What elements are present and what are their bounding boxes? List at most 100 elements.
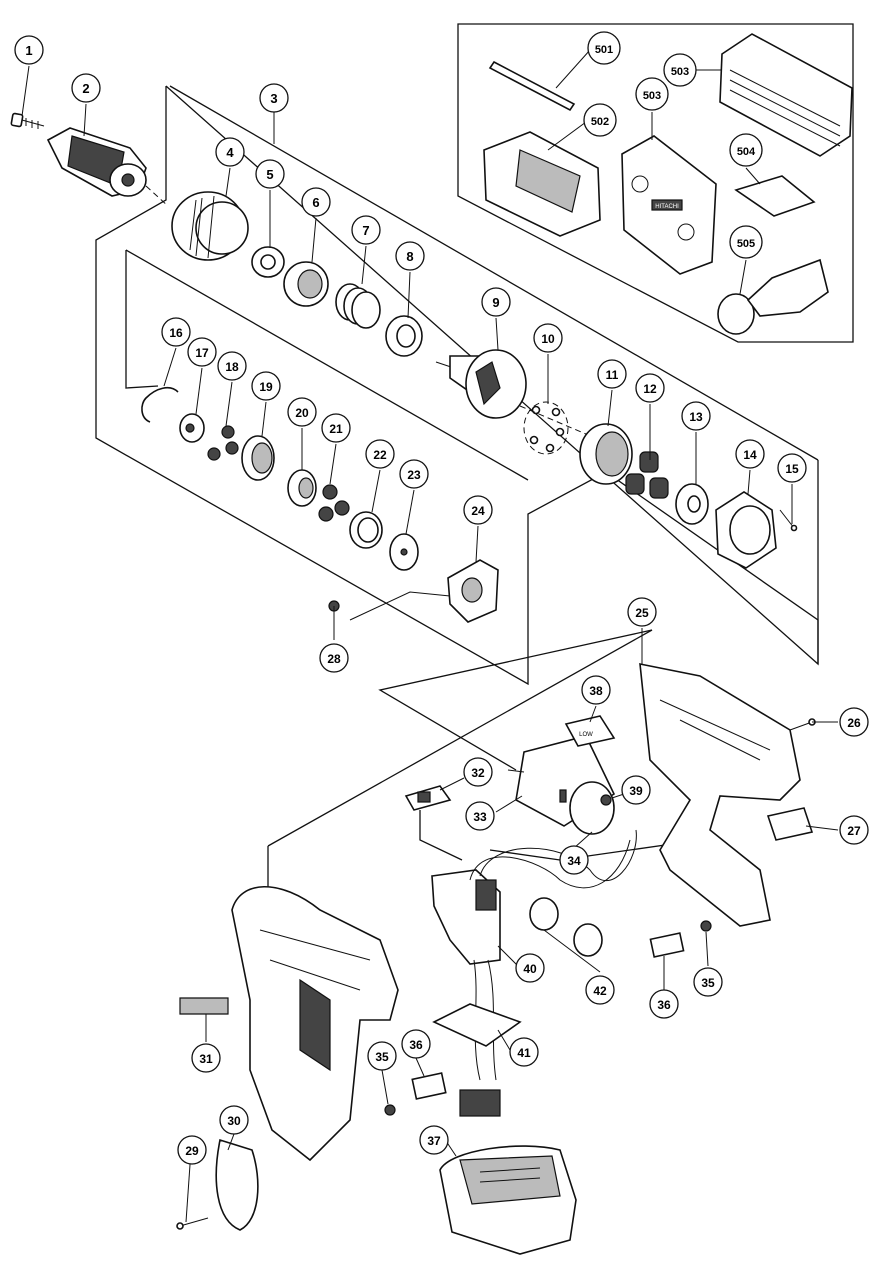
callout-35-left: 35 — [367, 1041, 397, 1071]
svg-text:2: 2 — [82, 81, 89, 96]
charger-part-502 — [483, 131, 601, 237]
svg-text:28: 28 — [327, 652, 341, 666]
svg-text:35: 35 — [701, 976, 715, 990]
housing-frame-lines — [267, 629, 701, 890]
carrier-part-17 — [179, 413, 205, 443]
nameplate-part-31 — [179, 997, 229, 1015]
ring-gear-part-19 — [241, 435, 275, 481]
retaining-ring-part-16 — [141, 386, 179, 423]
callout-30: 30 — [219, 1105, 249, 1135]
switch-low-text: LOW — [579, 732, 593, 738]
callout-36-left: 36 — [401, 1029, 431, 1059]
accessories-panel — [457, 23, 854, 343]
callout-17: 17 — [187, 337, 217, 367]
spring-part-7 — [335, 283, 381, 329]
svg-text:21: 21 — [329, 422, 343, 436]
svg-text:38: 38 — [589, 684, 603, 698]
callout-32: 32 — [463, 757, 493, 787]
svg-text:35: 35 — [375, 1050, 389, 1064]
callout-503-mid: 503 — [635, 77, 669, 111]
svg-text:5: 5 — [266, 167, 273, 182]
callout-1: 1 — [14, 35, 44, 65]
callout-19: 19 — [251, 371, 281, 401]
svg-text:20: 20 — [295, 406, 309, 420]
planet-gears-part-21 — [318, 484, 350, 522]
svg-text:1: 1 — [25, 43, 32, 58]
nut-part-35-left — [384, 1104, 396, 1116]
callout-38: 38 — [581, 675, 611, 705]
svg-text:17: 17 — [195, 346, 209, 360]
washer-part-13 — [675, 483, 709, 525]
svg-text:503: 503 — [643, 90, 661, 102]
screw-part-29 — [176, 1217, 209, 1230]
callout-33: 33 — [465, 801, 495, 831]
callouts: 1 2 3 4 5 6 7 8 9 10 11 12 13 14 15 — [14, 31, 869, 1165]
brush-cap-part-39 — [600, 794, 612, 806]
terminal-part-41 — [432, 1003, 522, 1117]
washer-part-23 — [389, 533, 419, 571]
screw-part-15 — [779, 509, 798, 532]
hook-part-30 — [215, 1138, 259, 1231]
svg-text:42: 42 — [593, 984, 607, 998]
forward-reverse-lever-part-32 — [404, 785, 452, 811]
callout-503-top: 503 — [663, 53, 697, 87]
callout-28: 28 — [319, 643, 349, 673]
clutch-dial-part-4 — [171, 191, 249, 261]
spring-holder-part-6 — [283, 261, 329, 307]
holder-part-505 — [717, 258, 829, 335]
svg-text:37: 37 — [427, 1134, 441, 1148]
svg-text:19: 19 — [259, 380, 273, 394]
ring-gear-part-11 — [579, 423, 633, 485]
callout-39: 39 — [621, 775, 651, 805]
svg-text:502: 502 — [591, 116, 609, 128]
callout-2: 2 — [71, 73, 101, 103]
svg-text:41: 41 — [517, 1046, 531, 1060]
svg-text:30: 30 — [227, 1114, 241, 1128]
carrying-case-part-503-small: HITACHI — [621, 135, 717, 275]
battery-part-37 — [439, 1145, 577, 1255]
gear-case-part-14 — [715, 491, 777, 569]
svg-text:8: 8 — [406, 249, 413, 264]
screw-part-26 — [789, 718, 816, 731]
keyless-chuck-part-2 — [46, 127, 147, 197]
svg-text:14: 14 — [743, 448, 757, 462]
carrying-case-part-503-large — [719, 33, 853, 157]
callout-41: 41 — [509, 1037, 539, 1067]
label-part-38: LOW — [564, 715, 616, 747]
svg-text:12: 12 — [643, 382, 657, 396]
svg-text:32: 32 — [471, 766, 485, 780]
spindle-assembly-part-9 — [435, 349, 527, 419]
callout-22: 22 — [365, 439, 395, 469]
callout-6: 6 — [301, 187, 331, 217]
svg-text:503: 503 — [671, 66, 689, 78]
svg-text:25: 25 — [635, 606, 649, 620]
svg-text:15: 15 — [785, 462, 799, 476]
svg-text:3: 3 — [270, 91, 277, 106]
callout-13: 13 — [681, 401, 711, 431]
svg-text:33: 33 — [473, 810, 487, 824]
callout-27: 27 — [839, 815, 869, 845]
callout-11: 11 — [597, 359, 627, 389]
svg-text:27: 27 — [847, 824, 861, 838]
bit-part-501 — [488, 60, 576, 112]
callout-12: 12 — [635, 373, 665, 403]
callout-36-right: 36 — [649, 989, 679, 1019]
motor-bracket-part-24 — [447, 559, 499, 623]
callout-4: 4 — [215, 137, 245, 167]
callout-24: 24 — [463, 495, 493, 525]
ring-part-22 — [349, 511, 383, 549]
callout-26: 26 — [839, 707, 869, 737]
svg-text:22: 22 — [373, 448, 387, 462]
callout-23: 23 — [399, 459, 429, 489]
steel-balls-part-10 — [523, 401, 569, 455]
switch-part-40 — [431, 869, 501, 965]
nut-part-28 — [328, 591, 451, 624]
motor-part-33 — [507, 735, 616, 835]
callout-5: 5 — [255, 159, 285, 189]
svg-text:39: 39 — [629, 784, 643, 798]
svg-text:505: 505 — [737, 238, 755, 250]
callout-15: 15 — [777, 453, 807, 483]
callout-9: 9 — [481, 287, 511, 317]
carrier-part-20 — [287, 469, 317, 507]
callout-31: 31 — [191, 1043, 221, 1073]
